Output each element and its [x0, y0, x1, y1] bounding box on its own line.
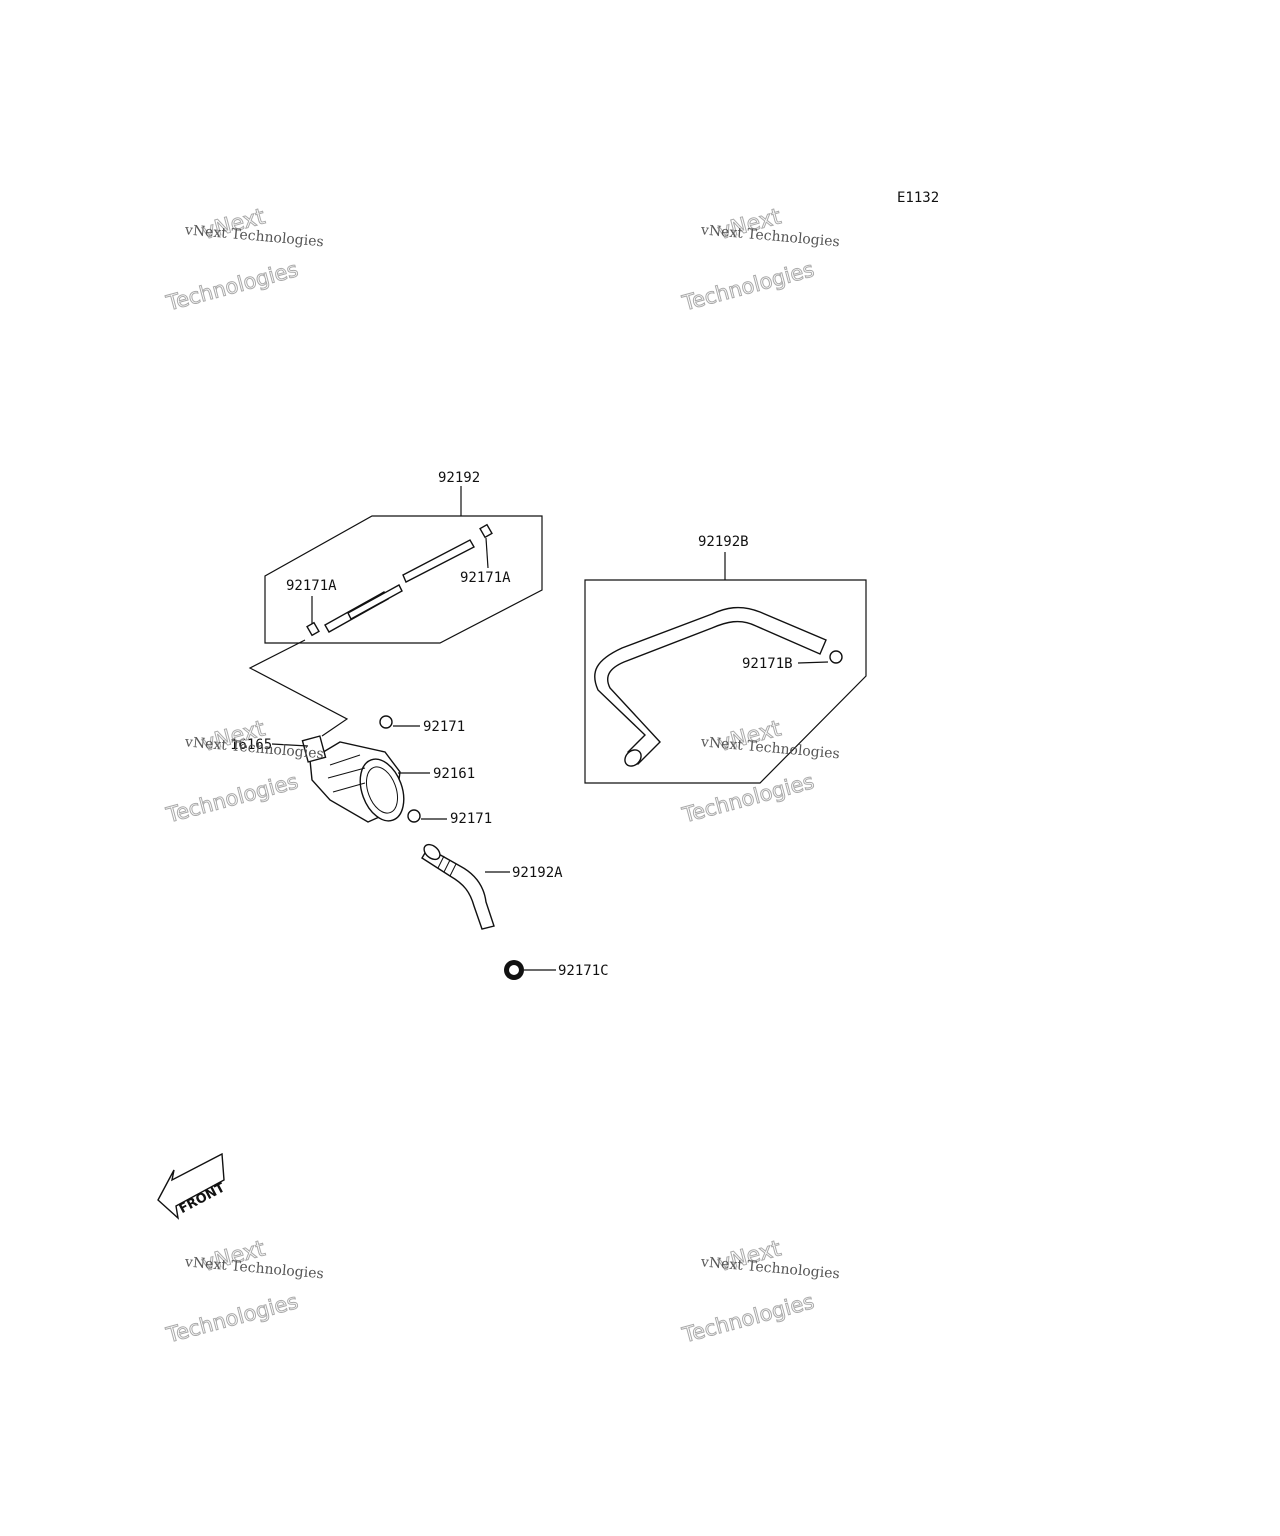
svg-text:Technologies: Technologies: [163, 257, 300, 315]
label-92171a-left: 92171A: [286, 578, 337, 594]
straight-hose: [324, 539, 475, 633]
label-92171b: 92171B: [742, 656, 793, 672]
hose-set-box: [264, 515, 543, 644]
label-92161: 92161: [433, 766, 475, 782]
label-92192: 92192: [438, 470, 480, 486]
watermark: vNext vNext Technologies Technologies: [163, 204, 325, 316]
clamp-icon: [829, 650, 843, 664]
svg-text:Technologies: Technologies: [679, 769, 816, 827]
label-92171c: 92171C: [558, 963, 609, 979]
clamp-icon: [306, 621, 320, 637]
hose-b-box: [584, 579, 867, 784]
front-arrow-icon: FRONT: [157, 1152, 228, 1220]
watermark: vNext vNext Technologies Technologies: [679, 1236, 841, 1348]
clamp-icon: [407, 809, 421, 823]
leader-line: [271, 743, 309, 747]
svg-text:Technologies: Technologies: [163, 1289, 300, 1347]
clamp-icon: [379, 715, 393, 729]
watermark: vNext vNext Technologies Technologies: [163, 1236, 325, 1348]
bent-hose: [594, 606, 827, 766]
filter-assembly: [271, 715, 447, 823]
hose-92192a: [421, 843, 510, 930]
label-92192b: 92192B: [698, 534, 749, 550]
clamp-icon: [479, 523, 493, 539]
clamp-92171c: [504, 960, 556, 980]
label-92171a-right: 92171A: [460, 570, 511, 586]
hose-set-92192: [264, 486, 543, 644]
hose-set-92192b: [584, 552, 867, 784]
label-92192a: 92192A: [512, 865, 563, 881]
svg-text:Technologies: Technologies: [679, 1289, 816, 1347]
watermark: vNext vNext Technologies Technologies: [163, 716, 325, 828]
label-16165: 16165: [230, 737, 272, 753]
label-92171-upper: 92171: [423, 719, 465, 735]
leader-line: [797, 661, 829, 664]
diagram-code: E1132: [897, 190, 939, 206]
fitting-16165: [301, 735, 327, 763]
svg-text:Technologies: Technologies: [163, 769, 300, 827]
watermark: vNext vNext Technologies Technologies: [679, 716, 841, 828]
connector-line: [248, 639, 349, 737]
leader-line: [485, 537, 489, 569]
svg-text:Technologies: Technologies: [679, 257, 816, 315]
watermark: vNext vNext Technologies Technologies: [679, 204, 841, 316]
label-92171-lower: 92171: [450, 811, 492, 827]
